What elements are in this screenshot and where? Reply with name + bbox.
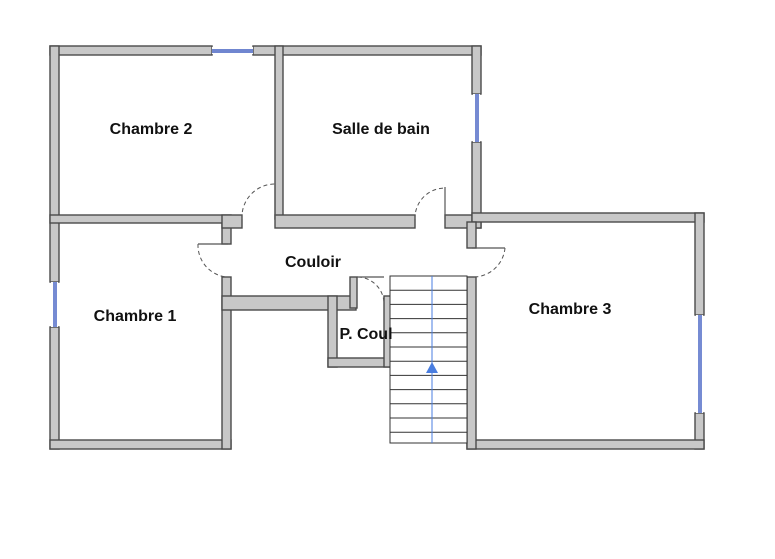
wall-chambre3-east-upper <box>694 212 705 316</box>
room-label-p-coul: P. Coul <box>339 326 392 343</box>
door-salle-de-bain <box>414 187 446 220</box>
door-chambre1 <box>197 243 228 278</box>
window-east-chambre3 <box>696 315 703 413</box>
wall-north-right <box>252 45 482 56</box>
wall-south-chambre1 <box>49 439 232 450</box>
staircase <box>389 275 468 444</box>
wall-corridor-north-1 <box>221 214 243 229</box>
door-chambre2 <box>241 183 276 220</box>
wall-chambre3-south <box>466 439 705 450</box>
wall-west-lower <box>49 326 60 450</box>
room-labels: Chambre 2 Salle de bain Couloir Chambre … <box>94 121 612 343</box>
door-p-coul <box>357 276 385 304</box>
door-chambre3 <box>472 247 506 278</box>
window-east-salle-de-bain <box>473 94 480 142</box>
window-west-chambre1 <box>51 282 58 327</box>
stair-arrow-icon <box>426 362 438 373</box>
wall-pcoul-north-stub <box>349 276 358 309</box>
wall-corridor-north-2 <box>274 214 416 229</box>
stair-outline <box>389 275 468 444</box>
wall-chambre2-south <box>49 214 232 224</box>
doors <box>197 183 506 304</box>
wall-chambre3-west-lower <box>466 276 477 450</box>
wall-pcoul-south <box>327 357 391 368</box>
wall-pcoul-west <box>327 295 338 368</box>
wall-chambre3-west-upper <box>466 221 477 249</box>
wall-west-upper <box>49 45 60 283</box>
room-label-salle-de-bain: Salle de bain <box>332 121 430 138</box>
wall-chambre3-north <box>471 212 705 223</box>
room-label-chambre-3: Chambre 3 <box>529 301 612 318</box>
window-north-chambre2 <box>212 47 253 54</box>
walls <box>49 45 705 450</box>
wall-north-left <box>49 45 213 56</box>
wall-east-chambre1-lower <box>221 276 232 450</box>
wall-ch2-sdb <box>274 45 284 220</box>
room-label-chambre-1: Chambre 1 <box>94 308 177 325</box>
wall-sdb-east-upper <box>471 45 482 95</box>
windows <box>51 47 703 413</box>
room-label-couloir: Couloir <box>285 254 341 271</box>
room-label-chambre-2: Chambre 2 <box>110 121 193 138</box>
